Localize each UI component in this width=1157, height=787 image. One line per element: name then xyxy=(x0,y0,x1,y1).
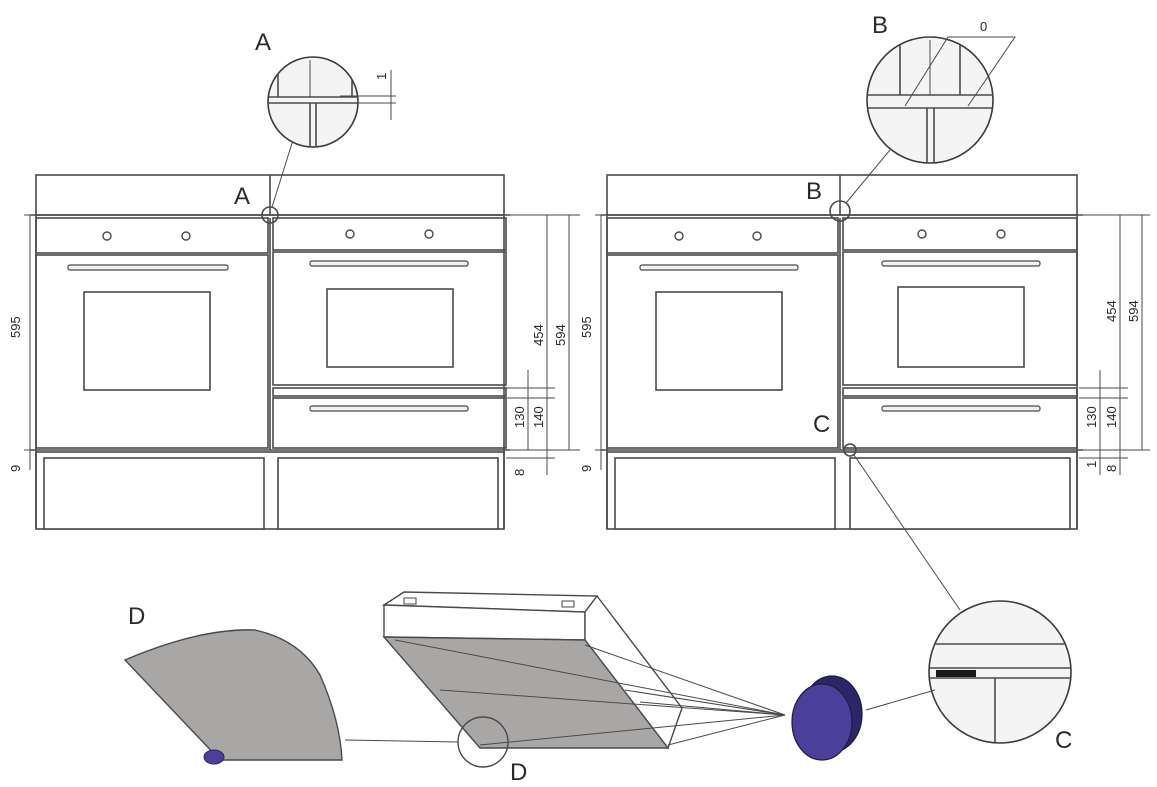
knob-icon xyxy=(424,229,434,239)
dim-height-total: 595 xyxy=(8,316,23,338)
callout-b-label: B xyxy=(872,12,888,39)
knob-icon xyxy=(917,229,927,239)
drawer-handle xyxy=(309,405,469,412)
callout-c-label: C xyxy=(1055,727,1072,754)
dim-cabinet-height: 594 xyxy=(553,324,568,346)
callout-marker-c xyxy=(843,443,857,457)
right-oven-control-panel xyxy=(272,217,507,251)
left-oven-control-panel xyxy=(35,217,269,254)
dim-drawer-inner: 130 xyxy=(512,406,527,428)
oven-window xyxy=(897,286,1025,368)
callout-a-marker-label: A xyxy=(234,183,250,210)
dim-plinth-gap: 9 xyxy=(579,465,594,472)
callout-d-marker-label: D xyxy=(510,759,527,786)
dim-bottom-offset: 1 xyxy=(1084,461,1099,468)
detail-a: 1 A A xyxy=(234,29,396,210)
knob-icon xyxy=(752,231,762,241)
knob-icon xyxy=(181,231,191,241)
oven-handle xyxy=(309,260,469,267)
oven-handle xyxy=(67,264,229,271)
dim-cabinet-height: 594 xyxy=(1126,300,1141,322)
callout-a-label: A xyxy=(255,29,271,56)
left-cabinet xyxy=(30,139,510,530)
dim-oven-height: 454 xyxy=(531,324,546,346)
dim-bottom-gap: 8 xyxy=(512,469,527,476)
drawer-gap xyxy=(272,387,507,397)
dim-height-total: 595 xyxy=(579,316,594,338)
knob-icon xyxy=(345,229,355,239)
callout-b-marker-label: B xyxy=(806,178,822,205)
dim-plinth-gap: 9 xyxy=(8,465,23,472)
tray-assembly: D xyxy=(344,591,786,786)
left-dimensions: 595 9 454 594 130 140 8 xyxy=(8,214,580,476)
gray-panel xyxy=(382,636,670,749)
detail-a-gap: 1 xyxy=(374,73,389,80)
seal-strip xyxy=(936,670,976,677)
callout-marker-a xyxy=(261,206,279,224)
knob-icon xyxy=(674,231,684,241)
right-countertop xyxy=(606,174,1078,216)
right-oven-control-panel xyxy=(842,217,1078,251)
detail-b: 0 B B xyxy=(806,12,1016,205)
detail-d: D xyxy=(123,603,343,765)
oven-window xyxy=(326,288,454,368)
callout-d-label: D xyxy=(128,603,145,630)
oven-window xyxy=(655,291,783,391)
drawer-handle xyxy=(881,405,1041,412)
callout-marker-b xyxy=(829,200,851,222)
oven-handle xyxy=(881,260,1041,267)
dim-drawer-outer: 140 xyxy=(1104,406,1119,428)
right-dimensions: 595 9 454 594 130 140 1 8 xyxy=(579,214,1150,475)
knob-icon xyxy=(996,229,1006,239)
knob-icon xyxy=(102,231,112,241)
oven-handle xyxy=(639,264,799,271)
left-oven-control-panel xyxy=(606,217,839,254)
right-cabinet xyxy=(601,149,1083,611)
purple-plug xyxy=(791,675,863,761)
dim-drawer-outer: 140 xyxy=(531,406,546,428)
dim-oven-height: 454 xyxy=(1104,300,1119,322)
oven-window xyxy=(83,291,211,391)
detail-b-gap: 0 xyxy=(980,19,987,34)
dim-bottom-gap: 8 xyxy=(1104,465,1119,472)
plug-icon xyxy=(791,683,853,761)
dim-drawer-inner: 130 xyxy=(1084,406,1099,428)
detail-c: C C xyxy=(813,411,1072,754)
plug-small-icon xyxy=(203,749,225,765)
callout-c-marker-label: C xyxy=(813,411,830,438)
drawer-gap xyxy=(842,387,1078,397)
